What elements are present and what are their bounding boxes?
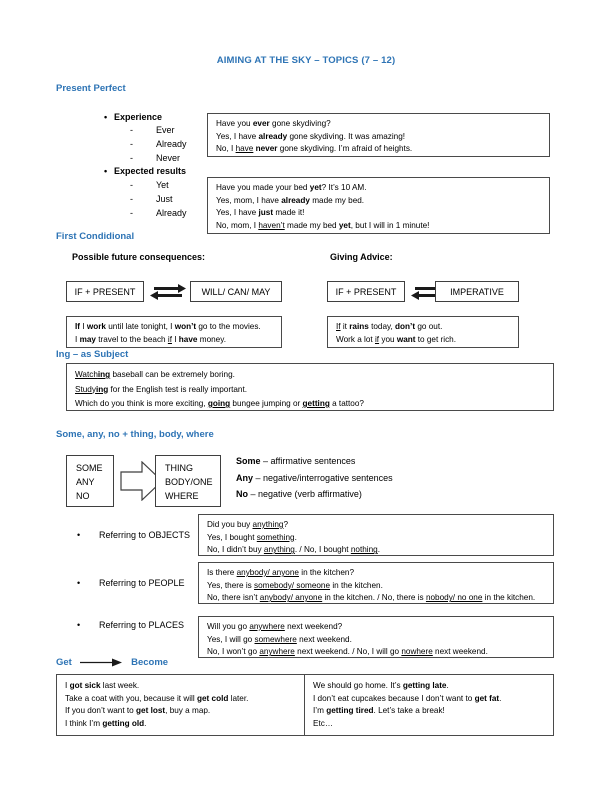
word-where: WHERE [165,491,199,501]
example-line: No, I didn’t buy anything. / No, I bough… [207,545,380,555]
example-line: Will you go anywhere next weekend? [207,622,343,631]
bullet-dot-icon: • [77,578,81,588]
example-line: No, I won’t go anywhere next weekend. / … [207,647,488,657]
example-line: No, there isn’t anybody/ anyone in the k… [207,593,536,603]
example-line: No, I have never gone skydiving. I’m afr… [216,144,413,154]
example-line: Yes, mom, I have already made my bed. [216,195,365,205]
get-become-right-column: We should go home. It’s getting late. I … [305,675,553,735]
formula-box-imperative: IMPERATIVE [435,281,519,302]
example-line: Yes, I will go somewhere next weekend. [207,634,352,644]
dash-icon: - [130,180,133,190]
example-line: Etc… [313,718,334,728]
section-heading-ing-subject: Ing – as Subject [56,349,129,360]
dash-icon: - [130,139,133,149]
word-thing: THING [165,463,193,473]
subheading-possible-future-consequences: Possible future consequences: [72,252,206,262]
formula-box-if-present-left: IF + PRESENT [66,281,144,302]
list-item-ever: -Ever [130,125,175,135]
bullet-dot-icon: • [104,166,108,176]
word-some: SOME [76,463,103,473]
example-line: I’m getting tired. Let’s take a break! [313,706,445,716]
word-bodyone: BODY/ONE [165,477,213,487]
section-heading-get-become: Get Become [56,657,168,668]
example-line: If you don’t want to get lost, buy a map… [65,706,211,716]
example-line: Studying for the English test is really … [75,384,248,394]
example-box-places: Will you go anywhere next weekend? Yes, … [198,616,554,658]
page-title: AIMING AT THE SKY – TOPICS (7 – 12) [216,55,396,66]
label-become: Become [131,657,169,669]
example-box-experience: Have you ever gone skydiving? Yes, I hav… [207,113,550,157]
example-box-ing-subject: Watching baseball can be extremely borin… [66,363,554,411]
example-box-possible-future: If I work until late tonight, I won’t go… [66,316,282,348]
word-no: NO [76,491,90,501]
example-line: Work a lot if you want to get rich. [336,334,457,344]
bullet-experience: •Experience [104,112,163,122]
dash-icon: - [130,194,133,204]
example-line: Did you buy anything? [207,520,289,529]
example-line: Yes, there is somebody/ someone in the k… [207,580,383,590]
label-referring-people: •Referring to PEOPLE [77,578,185,588]
label-referring-objects: •Referring to OBJECTS [77,530,191,540]
bullet-dot-icon: • [104,112,108,122]
example-line: Have you ever gone skydiving? [216,119,331,128]
example-line: Yes, I bought something. [207,532,297,542]
example-line: No, mom, I haven’t made my bed yet, but … [216,220,430,230]
example-line: Have you made your bed yet? It’s 10 AM. [216,183,367,192]
list-item-just: -Just [130,194,173,204]
example-line: Take a coat with you, because it will ge… [65,693,249,703]
list-item-already: -Already [130,139,187,149]
example-box-expected-results: Have you made your bed yet? It’s 10 AM. … [207,177,550,234]
thing-body-where-box: THING BODY/ONE WHERE [155,455,221,507]
get-become-left-column: I got sick last week. Take a coat with y… [57,675,305,735]
list-item-yet: -Yet [130,180,169,190]
section-heading-present-perfect: Present Perfect [56,83,126,94]
formula-box-if-present-right: IF + PRESENT [327,281,405,302]
double-arrow-icon [150,284,186,300]
formula-box-will-can-may: WILL/ CAN/ MAY [190,281,282,302]
legend-item-any: Any – negative/interrogative sentences [236,472,393,483]
block-arrow-right-icon [120,461,163,501]
example-line: If it rains today, don’t go out. [336,322,443,331]
get-become-table: I got sick last week. Take a coat with y… [56,674,554,736]
example-line: We should go home. It’s getting late. [313,681,449,690]
example-line: I may travel to the beach if I have mone… [75,334,226,344]
dash-icon: - [130,153,133,163]
example-line: Which do you think is more exciting, goi… [75,399,364,408]
section-heading-some-any-no: Some, any, no + thing, body, where [56,429,214,440]
example-box-giving-advice: If it rains today, don’t go out. Work a … [327,316,519,348]
legend-item-some: Some – affirmative sentences [236,456,356,466]
example-line: I don’t eat cupcakes because I don’t wan… [313,693,502,703]
label-referring-places: •Referring to PLACES [77,620,185,630]
example-box-people: Is there anybody/ anyone in the kitchen?… [198,562,554,604]
example-line: I think I’m getting old. [65,718,147,728]
some-any-no-legend: Some – affirmative sentences Any – negat… [236,453,393,503]
some-any-no-box: SOME ANY NO [66,455,114,507]
list-item-never: -Never [130,153,181,163]
example-line: Is there anybody/ anyone in the kitchen? [207,568,355,577]
bullet-expected-results: •Expected results [104,166,187,176]
example-line: Watching baseball can be extremely borin… [75,370,235,379]
arrow-right-icon [80,658,123,667]
bullet-dot-icon: • [77,620,81,630]
example-box-objects: Did you buy anything? Yes, I bought some… [198,514,554,556]
dash-icon: - [130,208,133,218]
example-line: I got sick last week. [65,681,140,690]
dash-icon: - [130,125,133,135]
section-heading-first-conditional: First Condidional [56,231,135,242]
label-get: Get [56,657,72,669]
subheading-giving-advice: Giving Advice: [330,252,393,262]
word-any: ANY [76,477,95,487]
legend-item-no: No – negative (verb affirmative) [236,489,362,499]
list-item-already-2: -Already [130,208,187,218]
bullet-dot-icon: • [77,530,81,540]
example-line: Yes, I have already gone skydiving. It w… [216,131,406,141]
example-line: If I work until late tonight, I won’t go… [75,322,261,331]
example-line: Yes, I have just made it! [216,208,305,218]
